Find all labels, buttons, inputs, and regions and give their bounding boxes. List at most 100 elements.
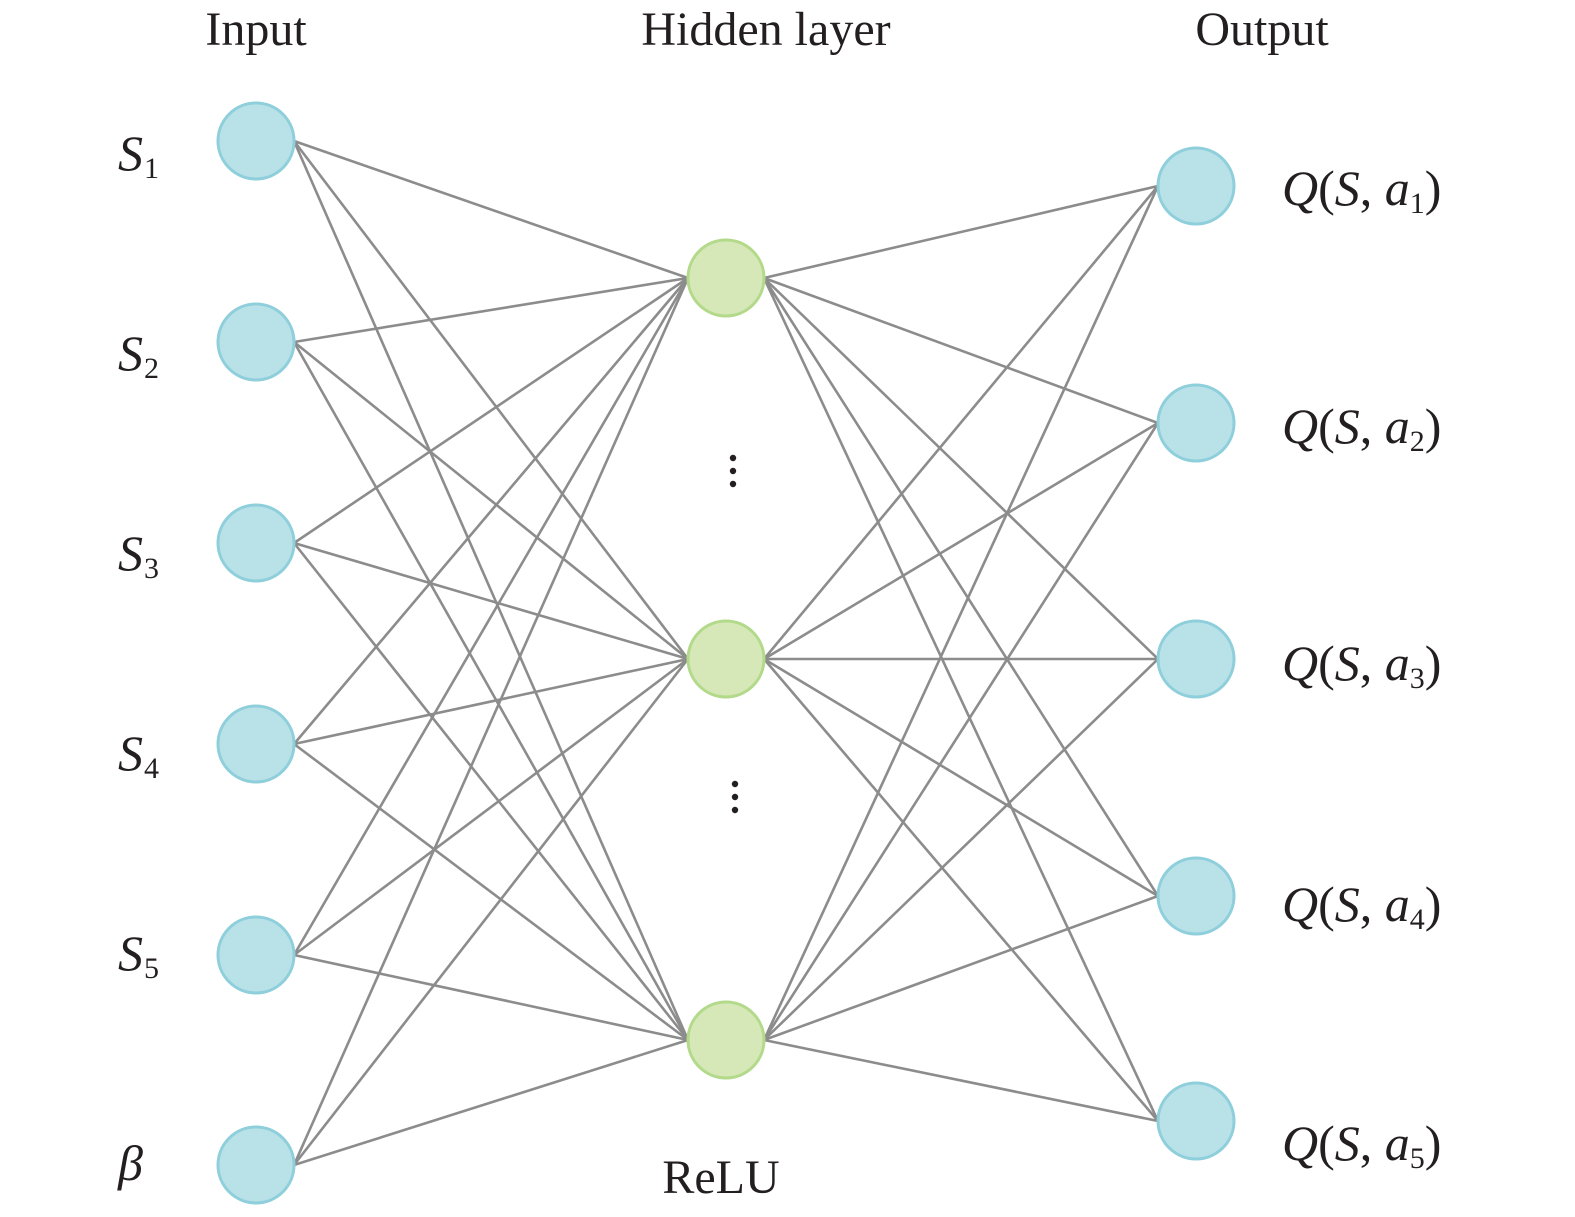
output-label-open-paren: ( (1318, 635, 1335, 691)
input-label-5: S5 (118, 925, 159, 985)
edge-hid2-out5 (763, 658, 1159, 1122)
input-label-subscript: 1 (144, 152, 159, 185)
output-label-comma: , (1360, 160, 1385, 216)
input-node-4 (216, 704, 296, 784)
edge-in5-hid2 (293, 657, 689, 957)
output-label-action: a (1385, 398, 1410, 454)
edge-hid1-out4 (762, 277, 1160, 897)
output-label-3: Q(S, a3) (1282, 635, 1441, 695)
edge-in2-hid1 (293, 276, 689, 344)
input-node-1 (216, 101, 296, 181)
output-node-3 (1156, 619, 1236, 699)
output-label-subscript: 5 (1410, 1142, 1425, 1175)
output-label-open-paren: ( (1318, 876, 1335, 932)
edge-hid2-out2 (763, 421, 1159, 661)
edge-hid3-out3 (763, 658, 1159, 1041)
edge-hid1-out3 (763, 277, 1159, 660)
output-labels: Q(S, a1)Q(S, a2)Q(S, a3)Q(S, a4)Q(S, a5) (1282, 160, 1441, 1175)
output-label-func: Q (1282, 398, 1318, 454)
input-label-symbol: β (117, 1135, 143, 1191)
output-layer-header: Output (1195, 3, 1329, 56)
output-label-state: S (1335, 876, 1360, 932)
input-label-2: S2 (118, 325, 159, 385)
output-label-subscript: 2 (1410, 425, 1425, 458)
output-label-action: a (1385, 635, 1410, 691)
input-label-subscript: 4 (144, 752, 159, 785)
output-label-state: S (1335, 1115, 1360, 1171)
output-label-open-paren: ( (1318, 1115, 1335, 1171)
output-label-close-paren: ) (1425, 160, 1442, 216)
input-node-2 (216, 302, 296, 382)
output-label-func: Q (1282, 876, 1318, 932)
output-label-func: Q (1282, 160, 1318, 216)
edge-hid1-out5 (762, 277, 1160, 1122)
output-label-action: a (1385, 1115, 1410, 1171)
output-node-5 (1156, 1081, 1236, 1161)
edge-hid3-out5 (763, 1038, 1159, 1123)
input-label-subscript: 2 (144, 352, 159, 385)
output-label-comma: , (1360, 1115, 1385, 1171)
edge-in4-hid1 (293, 277, 689, 745)
hidden-layer-header: Hidden layer (641, 3, 890, 56)
output-label-close-paren: ) (1425, 398, 1442, 454)
output-label-subscript: 1 (1410, 187, 1425, 220)
edge-in1-hid1 (293, 139, 689, 280)
output-label-close-paren: ) (1425, 635, 1442, 691)
output-label-close-paren: ) (1425, 1115, 1442, 1171)
output-node-2 (1156, 383, 1236, 463)
input-label-1: S1 (118, 125, 159, 185)
output-label-comma: , (1360, 635, 1385, 691)
edge-in6-hid2 (292, 658, 690, 1166)
output-label-1: Q(S, a1) (1282, 160, 1441, 220)
output-label-close-paren: ) (1425, 876, 1442, 932)
output-label-action: a (1385, 160, 1410, 216)
input-label-6: β (117, 1135, 143, 1191)
input-node-6 (216, 1125, 296, 1205)
ellipsis-upper (729, 454, 737, 488)
edge-hid3-out2 (762, 422, 1160, 1041)
output-node-4 (1156, 856, 1236, 936)
hidden-node-3 (686, 1000, 766, 1080)
edge-in3-hid3 (292, 542, 690, 1041)
hidden-node-1 (686, 238, 766, 318)
output-label-2: Q(S, a2) (1282, 398, 1441, 458)
edge-in1-hid3 (292, 140, 690, 1041)
input-label-4: S4 (118, 725, 159, 785)
input-node-5 (216, 915, 296, 995)
input-label-subscript: 3 (144, 552, 159, 585)
input-node-3 (216, 503, 296, 583)
output-label-subscript: 4 (1410, 903, 1425, 936)
edge-in2-hid3 (292, 341, 690, 1041)
edge-in3-hid1 (293, 276, 689, 545)
edge-in3-hid2 (293, 541, 689, 661)
input-label-3: S3 (118, 525, 159, 585)
output-node-1 (1156, 146, 1236, 226)
output-label-state: S (1335, 635, 1360, 691)
edge-hid3-out4 (763, 894, 1159, 1042)
input-label-symbol: S (118, 125, 143, 181)
input-label-symbol: S (118, 525, 143, 581)
output-label-open-paren: ( (1318, 398, 1335, 454)
edge-hid1-out2 (763, 276, 1159, 425)
output-label-comma: , (1360, 876, 1385, 932)
edge-in5-hid3 (293, 953, 689, 1042)
edge-hid2-out4 (763, 657, 1159, 898)
input-label-symbol: S (118, 925, 143, 981)
hidden-node-2 (686, 619, 766, 699)
output-label-action: a (1385, 876, 1410, 932)
output-label-func: Q (1282, 1115, 1318, 1171)
activation-label: ReLU (662, 1151, 779, 1204)
connection-edges (292, 139, 1160, 1167)
output-label-state: S (1335, 398, 1360, 454)
output-label-4: Q(S, a4) (1282, 876, 1441, 936)
output-label-state: S (1335, 160, 1360, 216)
input-layer-header: Input (205, 3, 307, 56)
edge-in2-hid2 (293, 340, 689, 661)
output-label-subscript: 3 (1410, 662, 1425, 695)
output-label-func: Q (1282, 635, 1318, 691)
edge-in6-hid3 (293, 1038, 689, 1167)
edge-hid1-out1 (763, 184, 1159, 280)
input-label-symbol: S (118, 725, 143, 781)
